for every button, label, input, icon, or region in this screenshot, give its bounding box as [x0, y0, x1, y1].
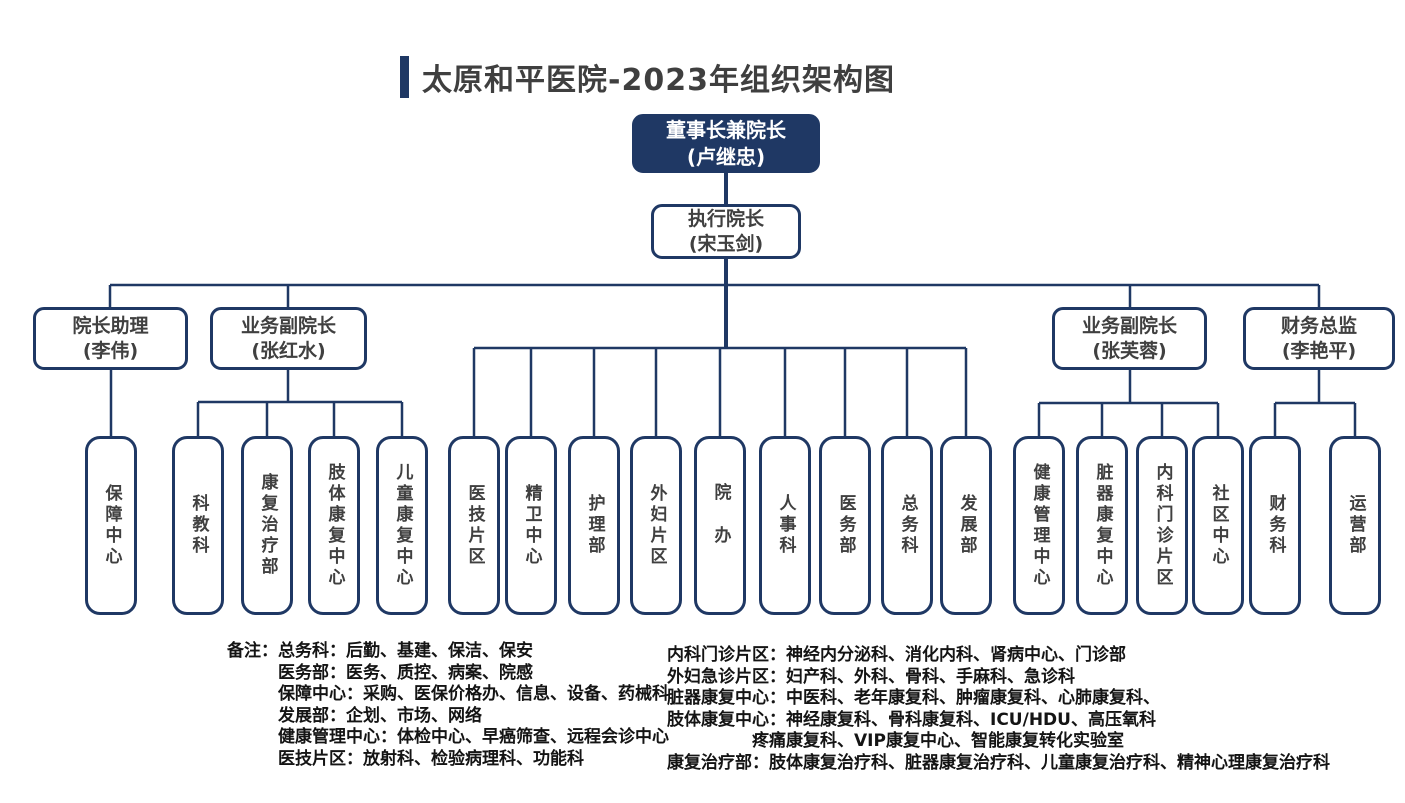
dept-label: 外妇片区	[646, 483, 667, 568]
box-title: 业务副院长	[1081, 314, 1177, 337]
dept-label: 儿童康复中心	[392, 462, 413, 589]
dept-box: 人事科	[759, 436, 811, 615]
dept-box: 总务科	[881, 436, 933, 615]
box-title: 执行院长	[687, 207, 764, 230]
note-line: 发展部：企划、市场、网络	[278, 705, 482, 726]
vp-box-zhanghongshui: 业务副院长 (张红水)	[210, 307, 367, 370]
dept-box: 康复治疗部	[241, 436, 293, 615]
dept-box: 社区中心	[1192, 436, 1244, 615]
dept-label: 发展部	[956, 494, 977, 557]
dept-box: 外妇片区	[630, 436, 682, 615]
note-line: 医技片区：放射科、检验病理科、功能科	[278, 748, 584, 769]
dept-box: 护理部	[568, 436, 620, 615]
dept-box: 院办	[694, 436, 746, 615]
dept-label: 财务科	[1265, 494, 1286, 557]
dept-label: 保障中心	[101, 483, 122, 568]
footnotes-left: 备注： 总务科：后勤、基建、保洁、保安 医务部：医务、质控、病案、院感 保障中心…	[227, 641, 669, 770]
note-text: 总务科：后勤、基建、保洁、保安	[278, 641, 533, 661]
dept-label: 护理部	[584, 494, 605, 557]
dept-box: 健康管理中心	[1013, 436, 1065, 615]
notes-label: 备注：	[227, 641, 278, 661]
dept-box: 保障中心	[85, 436, 137, 615]
dept-box: 发展部	[940, 436, 992, 615]
dept-label: 总务科	[897, 494, 918, 557]
dept-box: 科教科	[172, 436, 224, 615]
executive-president-box: 执行院长 (宋玉剑)	[651, 204, 801, 259]
box-title: 院长助理	[72, 314, 149, 337]
dept-label: 科教科	[188, 494, 209, 557]
footnotes-right: 内科门诊片区：神经内分泌科、消化内科、肾病中心、门诊部 外妇急诊片区：妇产科、外…	[667, 645, 1330, 774]
box-person: (宋玉剑)	[688, 232, 764, 255]
box-person: (李伟)	[82, 339, 139, 362]
note-line: 健康管理中心：体检中心、早癌筛查、远程会诊中心	[278, 727, 669, 747]
chairman-box: 董事长兼院长 (卢继忠)	[632, 114, 820, 173]
dept-label: 内科门诊片区	[1152, 462, 1173, 589]
note-line: 肢体康复中心：神经康复科、骨科康复科、ICU/HDU、高压氧科	[667, 709, 1156, 730]
dept-label: 健康管理中心	[1029, 462, 1050, 589]
dept-label: 医务部	[835, 494, 856, 557]
dept-label: 康复治疗部	[257, 473, 278, 578]
note-line: 内科门诊片区：神经内分泌科、消化内科、肾病中心、门诊部	[667, 645, 1126, 665]
page-title: 太原和平医院-2023年组织架构图	[422, 63, 895, 98]
note-line: 备注： 总务科：后勤、基建、保洁、保安	[227, 641, 669, 663]
dept-box: 内科门诊片区	[1136, 436, 1188, 615]
dept-box: 运营部	[1329, 436, 1381, 615]
cfo-box: 财务总监 (李艳平)	[1243, 307, 1395, 370]
dept-box: 精卫中心	[505, 436, 557, 615]
dept-label: 人事科	[775, 494, 796, 557]
box-person: (张红水)	[251, 339, 326, 362]
dept-box: 医技片区	[448, 436, 500, 615]
dept-label: 社区中心	[1208, 483, 1229, 568]
box-person: (卢继忠)	[686, 144, 766, 169]
note-line: 医务部：医务、质控、病案、院感	[278, 662, 533, 683]
dept-box: 财务科	[1249, 436, 1301, 615]
note-line: 外妇急诊片区：妇产科、外科、骨科、手麻科、急诊科	[667, 666, 1075, 687]
dept-label: 运营部	[1345, 494, 1366, 557]
dept-label: 医技片区	[464, 483, 485, 568]
dept-box: 脏器康复中心	[1076, 436, 1128, 615]
box-title: 董事长兼院长	[666, 117, 786, 142]
dept-label: 脏器康复中心	[1092, 462, 1113, 589]
dept-box: 医务部	[819, 436, 871, 615]
dept-box: 儿童康复中心	[376, 436, 428, 615]
vp-box-zhangfurong: 业务副院长 (张芙蓉)	[1052, 307, 1207, 370]
box-title: 财务总监	[1280, 314, 1357, 337]
note-line: 疼痛康复科、VIP康复中心、智能康复转化实验室	[752, 731, 1124, 751]
note-line: 脏器康复中心：中医科、老年康复科、肿瘤康复科、心肺康复科、	[667, 688, 1160, 708]
note-line: 保障中心：采购、医保价格办、信息、设备、药械科	[278, 684, 669, 704]
dept-box: 肢体康复中心	[308, 436, 360, 615]
dept-label: 精卫中心	[521, 483, 542, 568]
note-line: 康复治疗部：肢体康复治疗科、脏器康复治疗科、儿童康复治疗科、精神心理康复治疗科	[667, 752, 1330, 773]
page-title-row: 太原和平医院-2023年组织架构图	[400, 55, 895, 99]
dept-label: 肢体康复中心	[324, 462, 345, 589]
box-person: (张芙蓉)	[1092, 339, 1167, 362]
president-assistant-box: 院长助理 (李伟)	[33, 307, 188, 370]
title-accent-bar	[400, 56, 409, 98]
box-person: (李艳平)	[1281, 339, 1357, 362]
dept-label: 院办	[710, 482, 731, 569]
box-title: 业务副院长	[240, 314, 336, 337]
